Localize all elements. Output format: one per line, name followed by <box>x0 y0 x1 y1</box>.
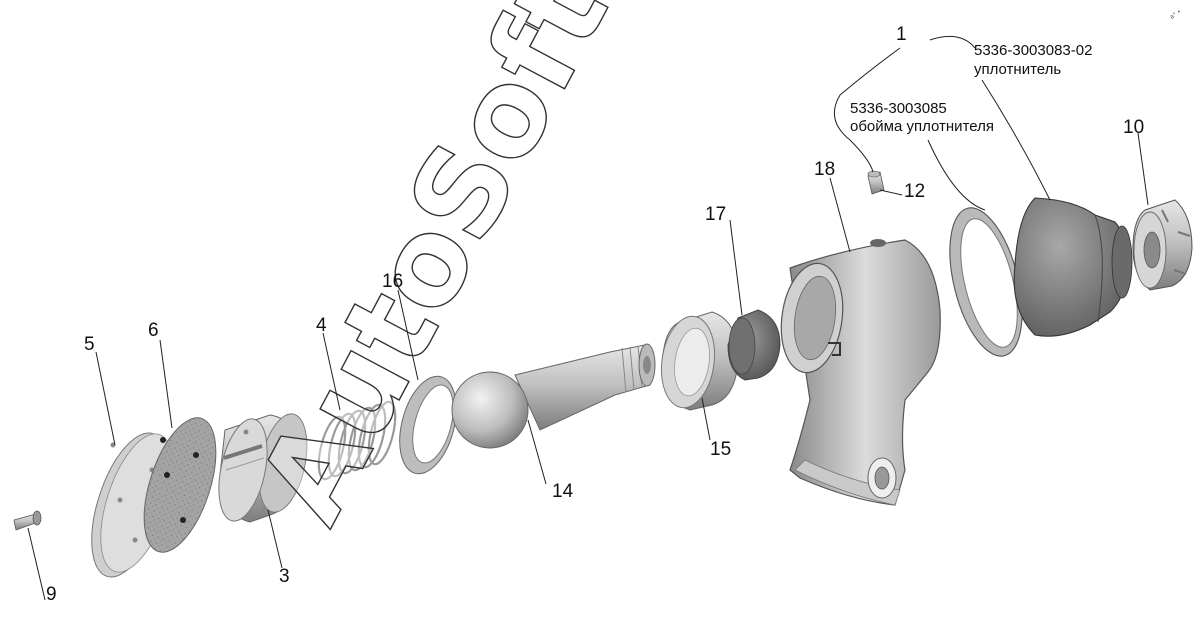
note-seal-name: уплотнитель <box>974 61 1061 78</box>
leader-lines <box>27 35 1149 601</box>
callout-17: 17 <box>705 204 726 225</box>
callout-12: 12 <box>904 181 925 202</box>
callout-18: 18 <box>814 159 835 180</box>
part-12-grease-fitting <box>867 170 885 195</box>
part-17-cap <box>727 309 781 381</box>
note-seal-holder-code: 5336-3003085 <box>850 100 947 117</box>
part-4-spring <box>317 400 397 481</box>
corner-mark: a° • <box>1169 8 1183 21</box>
callout-3: 3 <box>279 566 290 587</box>
part-notes: 5336-3003083-02 уплотнитель 5336-3003085… <box>850 42 1092 135</box>
callout-16: 16 <box>382 271 403 292</box>
callout-14: 14 <box>552 481 574 502</box>
part-18-housing <box>780 239 941 506</box>
part-6-gasket <box>143 417 217 553</box>
callout-9: 9 <box>46 584 57 605</box>
callouts: 1 3 4 5 6 9 10 12 14 15 16 17 18 <box>46 24 1144 605</box>
part-14-ball-pin <box>451 343 656 449</box>
part-10-castle-nut <box>1132 199 1193 291</box>
note-seal-holder-name: обойма уплотнителя <box>850 118 994 135</box>
part-3-insert <box>218 413 308 523</box>
callout-5: 5 <box>84 334 95 355</box>
part-16-washer <box>399 375 457 475</box>
part-15-bushing <box>660 311 739 411</box>
callout-4: 4 <box>316 315 327 336</box>
callout-10: 10 <box>1123 117 1144 138</box>
callout-6: 6 <box>148 320 159 341</box>
callout-15: 15 <box>710 439 731 460</box>
seal-boot <box>1013 197 1133 337</box>
seal-holder-ring <box>949 207 1023 357</box>
callout-1: 1 <box>896 24 907 45</box>
note-seal-code: 5336-3003083-02 <box>974 42 1092 59</box>
part-9-screw <box>13 510 42 531</box>
